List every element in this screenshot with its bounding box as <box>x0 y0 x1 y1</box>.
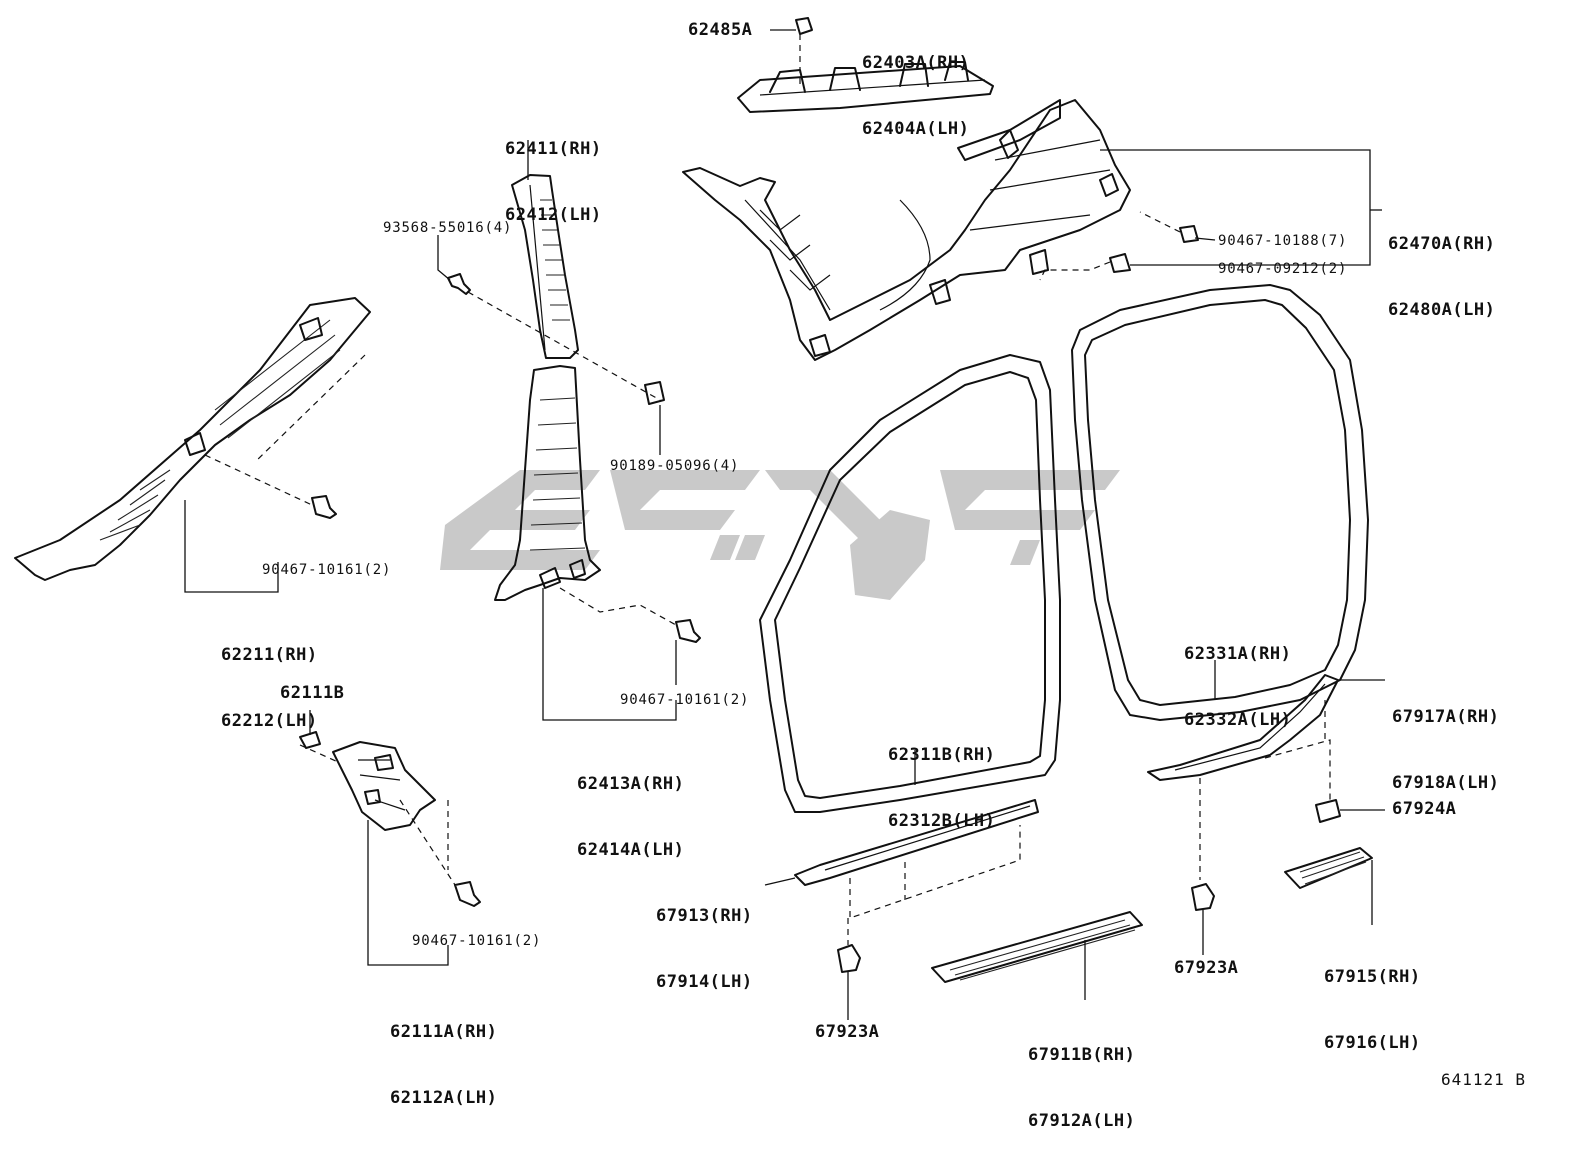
diagram-code: 641121 B <box>1440 1070 1526 1089</box>
clip-90467-10161-a-icon <box>204 354 366 519</box>
part-67911B-step-plate <box>931 911 1143 983</box>
label-90467-09212: 90467-09212(2) <box>1218 261 1348 277</box>
label-67913: 67913(RH) 67914(LH) <box>656 861 753 1015</box>
clip-90467-09212-icon <box>1039 253 1131 281</box>
label-90467-10188: 90467-10188(7) <box>1218 233 1348 249</box>
label-67911B: 67911B(RH) 67912A(LH) <box>1028 1000 1135 1154</box>
label-62485A: 62485A <box>688 20 753 40</box>
clip-90467-10188-icon <box>1139 211 1199 243</box>
part-62411-pillar-upper <box>511 174 579 359</box>
label-67917A: 67917A(RH) 67918A(LH) <box>1392 662 1499 816</box>
label-67923A-b: 67923A <box>1174 958 1239 978</box>
part-62331A-weatherstrip <box>1071 284 1369 721</box>
label-62413A: 62413A(RH) 62414A(LH) <box>577 729 684 883</box>
watermark-logo <box>440 470 1120 600</box>
clip-90189-icon <box>644 381 665 455</box>
label-62331A: 62331A(RH) 62332A(LH) <box>1184 599 1291 753</box>
label-67924A: 67924A <box>1392 799 1457 819</box>
part-62403A-rail <box>737 61 994 113</box>
label-62111A-rh: 62111A(RH) <box>390 1022 498 1042</box>
part-67915-step-plate <box>1284 847 1373 889</box>
label-62403A-lh: 62404A(LH) <box>862 119 970 139</box>
label-67917A-lh: 67918A(LH) <box>1392 773 1500 793</box>
label-62470A-lh: 62480A(LH) <box>1388 300 1496 320</box>
label-93568: 93568-55016(4) <box>383 220 513 236</box>
label-62111A-lh: 62112A(LH) <box>390 1088 498 1108</box>
label-67915-rh: 67915(RH) <box>1324 967 1421 987</box>
label-62111B: 62111B <box>280 683 345 703</box>
label-62311B-rh: 62311B(RH) <box>888 745 996 765</box>
clip-90467-10161-c-icon <box>399 799 481 907</box>
label-62411: 62411(RH) 62412(LH) <box>505 94 602 248</box>
label-67923A-a: 67923A <box>815 1022 880 1042</box>
part-67913-scuff-plate <box>794 799 1039 919</box>
clip-67924A-icon <box>1315 799 1341 823</box>
label-62403A-rh: 62403A(RH) <box>862 53 970 73</box>
label-62331A-rh: 62331A(RH) <box>1184 644 1292 664</box>
label-62211-lh: 62212(LH) <box>221 711 318 731</box>
label-67911B-rh: 67911B(RH) <box>1028 1045 1136 1065</box>
clip-67923A-b-icon <box>1191 883 1215 955</box>
part-62413A-pillar-lower <box>494 365 601 601</box>
part-62311B-weatherstrip <box>759 354 1061 813</box>
label-62413A-rh: 62413A(RH) <box>577 774 685 794</box>
label-67915: 67915(RH) 67916(LH) <box>1324 922 1421 1076</box>
label-62211: 62211(RH) 62212(LH) <box>221 600 318 754</box>
label-62311B-lh: 62312B(LH) <box>888 811 996 831</box>
label-62311B: 62311B(RH) 62312B(LH) <box>888 700 995 854</box>
label-62111A: 62111A(RH) 62112A(LH) <box>390 977 497 1131</box>
label-62411-lh: 62412(LH) <box>505 205 602 225</box>
clip-67923A-a-icon <box>837 918 861 1020</box>
clip-90467-10161-b-icon <box>559 587 701 685</box>
label-62470A-rh: 62470A(RH) <box>1388 234 1496 254</box>
screw-93568-icon <box>447 273 661 401</box>
parts-diagram <box>14 17 1385 1020</box>
label-62331A-lh: 62332A(LH) <box>1184 710 1292 730</box>
clip-62485A-icon <box>795 17 813 85</box>
label-67915-lh: 67916(LH) <box>1324 1033 1421 1053</box>
leader-lines <box>184 29 1385 1000</box>
label-67911B-lh: 67912A(LH) <box>1028 1111 1136 1131</box>
label-90467-10161-b: 90467-10161(2) <box>620 692 750 708</box>
part-62211-pillar <box>14 297 371 581</box>
label-62413A-lh: 62414A(LH) <box>577 840 685 860</box>
label-90467-10161-a: 90467-10161(2) <box>262 562 392 578</box>
label-62470A: 62470A(RH) 62480A(LH) <box>1388 189 1495 343</box>
part-62470A-trim <box>682 99 1131 361</box>
label-62411-rh: 62411(RH) <box>505 139 602 159</box>
label-90467-10161-c: 90467-10161(2) <box>412 933 542 949</box>
label-62403A: 62403A(RH) 62404A(LH) <box>862 8 969 162</box>
label-67913-rh: 67913(RH) <box>656 906 753 926</box>
label-67917A-rh: 67917A(RH) <box>1392 707 1500 727</box>
label-62211-rh: 62211(RH) <box>221 645 318 665</box>
part-67917A-scuff-plate <box>1147 674 1339 880</box>
label-90189: 90189-05096(4) <box>610 458 740 474</box>
part-62111A-kick-panel <box>332 741 436 831</box>
label-67913-lh: 67914(LH) <box>656 972 753 992</box>
clip-62111B-icon <box>299 731 339 763</box>
